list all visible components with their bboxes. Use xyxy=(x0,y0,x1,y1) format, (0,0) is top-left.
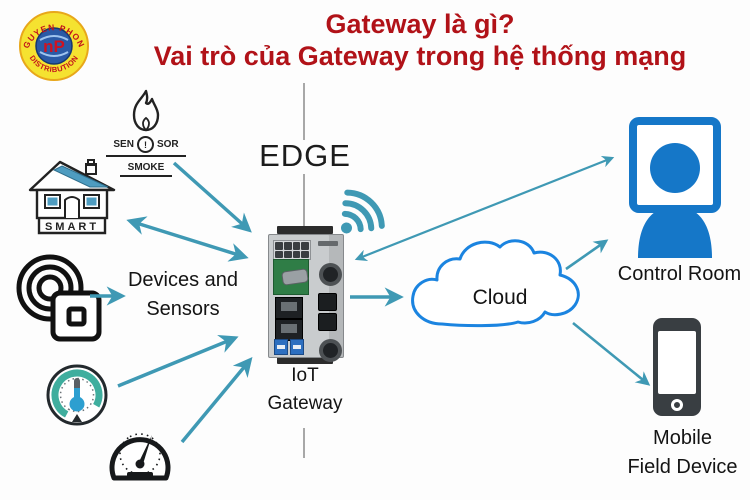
sensor-label-right: SOR xyxy=(156,139,179,150)
edge-line-bottom xyxy=(303,428,305,458)
device-round-connector-2 xyxy=(319,339,342,362)
device-right-panel xyxy=(314,259,342,362)
phone-screen xyxy=(658,331,696,394)
iot-beacon-icon xyxy=(16,254,102,342)
title-line2: Vai trò của Gateway trong hệ thống mạng xyxy=(153,41,687,72)
nguyen-phong-logo: NGUYEN PHONG DISTRIBUTION nP xyxy=(18,10,89,81)
sensor-label-left: SEN xyxy=(113,139,134,150)
device-body xyxy=(268,234,344,362)
device-pcb xyxy=(273,259,309,295)
iot-label-line2: Gateway xyxy=(267,392,343,414)
mobile-label-line2: Field Device xyxy=(627,456,738,478)
mobile-label-line1: Mobile xyxy=(653,427,712,449)
device-ethernet-port-1 xyxy=(275,297,303,319)
sensor-label-row: SEN ! SOR xyxy=(106,136,186,157)
device-dsub-connector xyxy=(281,268,309,286)
arrow-thermometer-to-gateway xyxy=(117,334,239,388)
speedometer-icon xyxy=(109,433,171,481)
arrow-home-gateway-bidirectional xyxy=(126,216,249,262)
arrow-speedometer-to-gateway xyxy=(180,357,253,444)
control-room-icon xyxy=(629,117,721,258)
page-title: Gateway là gì? Vai trò của Gateway trong… xyxy=(100,8,740,73)
device-brand-label xyxy=(318,241,338,246)
title-line1: Gateway là gì? xyxy=(325,9,515,39)
device-terminal-block xyxy=(273,240,311,260)
device-usb-ports xyxy=(274,339,304,355)
smart-label: SMART xyxy=(45,221,99,233)
edge-label: EDGE xyxy=(259,138,351,173)
smart-home-icon: SMART xyxy=(28,159,116,235)
device-top-mount xyxy=(277,226,333,234)
mobile-field-device-label: Mobile Field Device xyxy=(615,424,750,482)
device-serial-port-1 xyxy=(318,293,337,311)
alert-icon: ! xyxy=(136,136,154,153)
devices-label-line2: Sensors xyxy=(146,298,220,320)
iot-label-line1: IoT xyxy=(291,365,319,386)
mobile-phone-icon xyxy=(653,318,701,416)
device-bottom-mount xyxy=(277,356,333,364)
logo-monogram: nP xyxy=(43,37,65,56)
iot-gateway-device xyxy=(268,226,344,364)
device-serial-port-2 xyxy=(318,313,337,331)
iot-gateway-label: IoT Gateway xyxy=(250,362,360,417)
flame-icon xyxy=(132,89,160,132)
device-ethernet-port-2 xyxy=(275,319,303,341)
phone-home-button xyxy=(671,399,683,411)
cloud-label: Cloud xyxy=(472,286,528,309)
smoke-sensor-icon: SEN ! SOR SMOKE xyxy=(106,88,186,177)
smoke-label: SMOKE xyxy=(119,160,173,177)
device-round-connector-1 xyxy=(319,263,342,286)
devices-label-line1: Devices and xyxy=(127,269,239,291)
edge-line-middle xyxy=(303,174,305,228)
devices-sensors-label: Devices and Sensors xyxy=(118,266,248,324)
control-room-label: Control Room xyxy=(617,263,742,285)
edge-line-top xyxy=(303,83,305,140)
thermometer-gauge-icon xyxy=(46,364,108,426)
